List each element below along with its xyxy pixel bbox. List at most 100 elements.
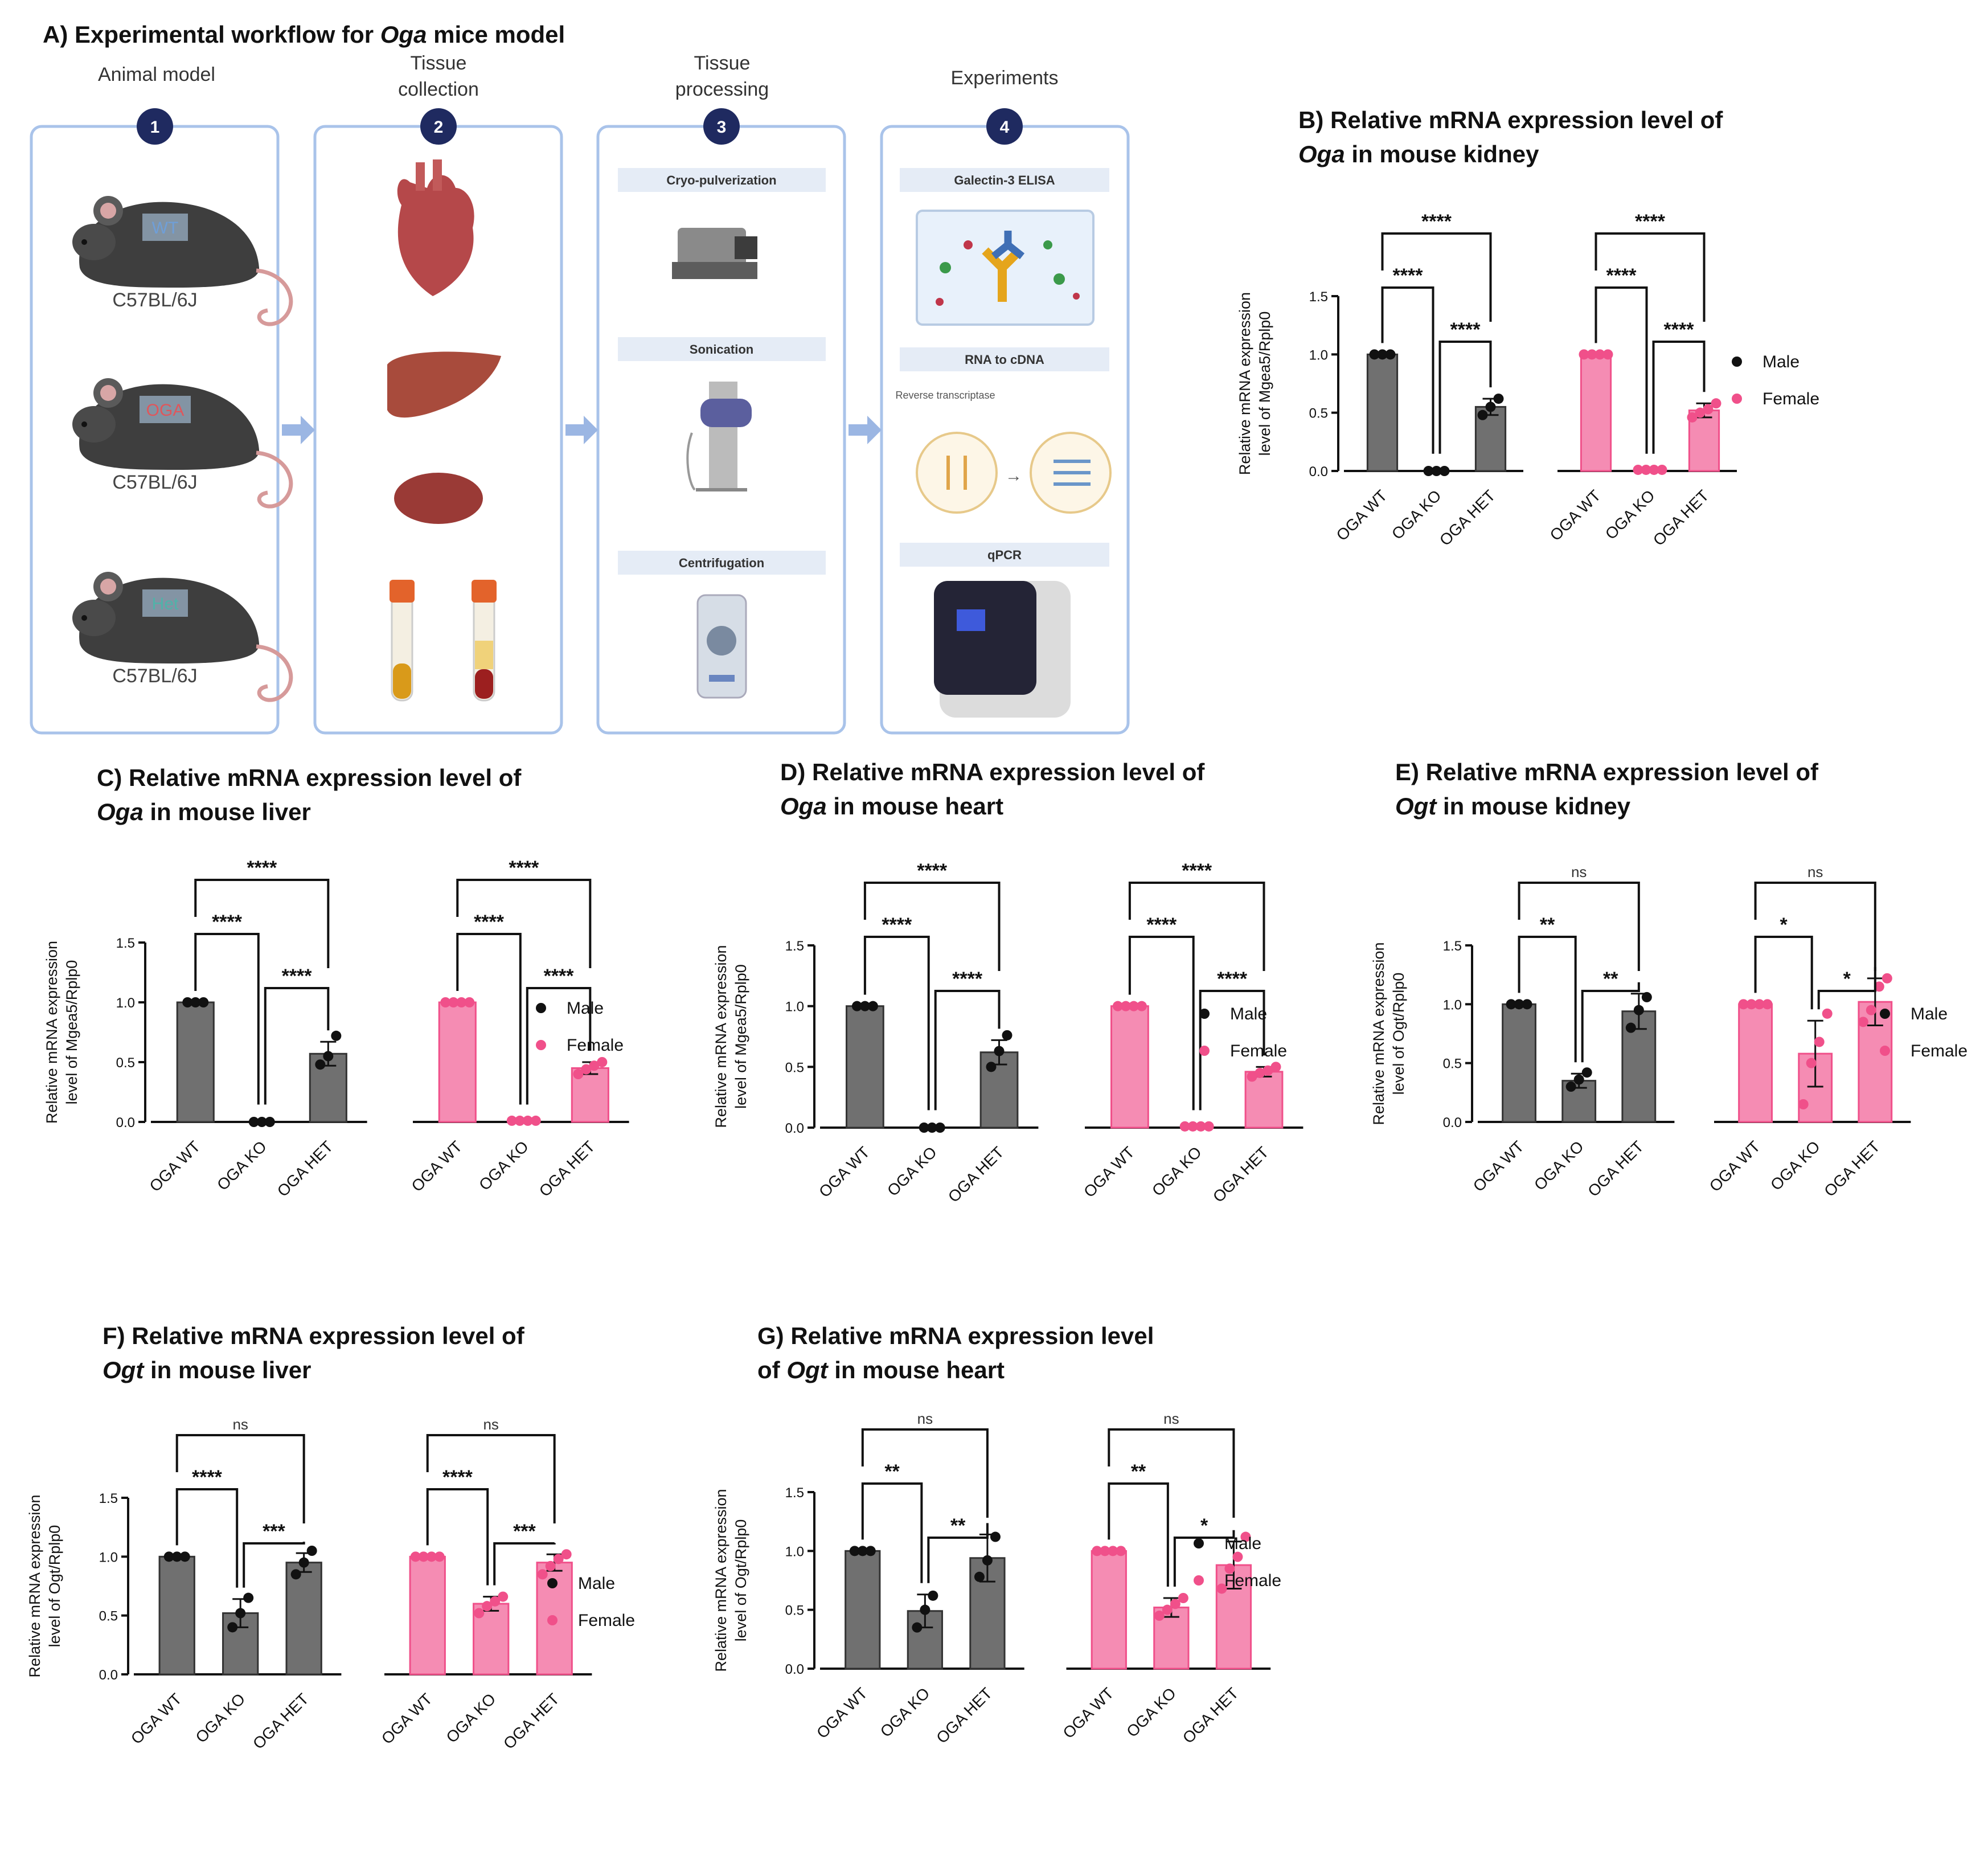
- legend-female-label: Female: [578, 1611, 635, 1630]
- step-4-name: Experiments: [951, 67, 1059, 89]
- data-point: [927, 1123, 937, 1133]
- data-point: [163, 1551, 174, 1562]
- data-point: [920, 1604, 931, 1615]
- category-label: OGA WT: [128, 1690, 185, 1747]
- y-axis-label-line2: level of Mgea5/Rplp0: [63, 960, 80, 1105]
- mouse-oga-icon: OGA: [72, 378, 293, 509]
- y-tick-label: 1.0: [785, 999, 804, 1015]
- data-point: [522, 1115, 533, 1126]
- bar: [1366, 353, 1399, 472]
- workflow-arrows: [282, 416, 882, 444]
- significance-bracket: [1381, 232, 1492, 322]
- liver-icon: [387, 351, 501, 418]
- chart-title-line2: Oga in mouse heart: [780, 793, 1003, 820]
- data-point: [1866, 1005, 1876, 1015]
- legend-male-marker: [1194, 1538, 1204, 1548]
- data-point: [426, 1551, 437, 1562]
- category-label: OGA KO: [884, 1143, 940, 1199]
- data-point: [1625, 1022, 1636, 1033]
- y-tick-label: 1.5: [1309, 289, 1328, 305]
- data-point: [482, 1601, 493, 1612]
- significance-bracket: [526, 987, 592, 1105]
- significance-bracket: [493, 1542, 556, 1586]
- category-label: OGA WT: [1080, 1143, 1138, 1201]
- significance-bracket: [861, 1428, 989, 1518]
- significance-label: ****: [192, 1466, 223, 1488]
- cryo-pulverization-step: Cryo-pulverization: [618, 168, 826, 279]
- data-point: [1514, 999, 1524, 1010]
- y-tick-label: 0.5: [116, 1055, 135, 1071]
- significance-label: ***: [263, 1521, 285, 1542]
- arrow-icon: [849, 416, 882, 444]
- category-label: OGA WT: [1059, 1684, 1117, 1742]
- significance-bracket: [175, 1488, 239, 1588]
- category-label: OGA HET: [274, 1137, 337, 1200]
- significance-bracket: [861, 1482, 923, 1583]
- category-label: OGA HET: [249, 1690, 312, 1752]
- svg-text:3: 3: [717, 118, 727, 137]
- chart-title-line1: E) Relative mRNA expression level of: [1395, 759, 1819, 785]
- category-label: OGA WT: [1547, 486, 1604, 544]
- legend-male-marker: [547, 1578, 558, 1588]
- data-point: [1493, 394, 1504, 404]
- data-point: [1506, 999, 1516, 1010]
- data-point: [506, 1115, 517, 1126]
- data-point: [857, 1546, 868, 1556]
- significance-bracket: [1754, 882, 1876, 971]
- chart-e: E) Relative mRNA expression level ofOgt …: [1370, 759, 1967, 1200]
- y-tick-label: 1.5: [116, 936, 135, 951]
- significance-bracket: [426, 1488, 489, 1586]
- significance-bracket: [1438, 341, 1492, 454]
- chart-b: B) Relative mRNA expression level ofOga …: [1236, 106, 1819, 549]
- data-point: [1633, 464, 1643, 475]
- significance-label: **: [1131, 1461, 1146, 1482]
- significance-label: ****: [1146, 914, 1177, 936]
- significance-label: ****: [1450, 319, 1481, 341]
- data-point: [982, 1555, 993, 1566]
- category-label: OGA KO: [877, 1684, 933, 1740]
- data-point: [1477, 409, 1488, 420]
- galectin-elisa-step: Galectin-3 ELISA: [900, 168, 1109, 326]
- significance-label: ****: [1217, 968, 1248, 990]
- data-point: [1746, 999, 1757, 1010]
- significance-bracket: [863, 936, 930, 1111]
- elisa-well-icon: [916, 210, 1095, 326]
- data-point: [514, 1115, 525, 1126]
- title-gene: Ogt: [103, 1357, 145, 1383]
- svg-text:Cryo-pulverization: Cryo-pulverization: [666, 173, 776, 187]
- bar: [1110, 1005, 1149, 1129]
- y-axis-label-line1: Relative mRNA expression: [26, 1494, 43, 1677]
- significance-label: ****: [442, 1466, 473, 1488]
- y-axis-label-line2: level of Mgea5/Rplp0: [1256, 312, 1273, 456]
- significance-bracket: [456, 933, 522, 1105]
- svg-text:RNA to cDNA: RNA to cDNA: [965, 353, 1044, 367]
- svg-text:WT: WT: [152, 219, 179, 237]
- pulverizer-icon: [672, 228, 757, 279]
- data-point: [179, 1551, 190, 1562]
- data-point: [290, 1569, 301, 1580]
- step-2-name-line2: collection: [398, 79, 479, 100]
- data-point: [1247, 1071, 1257, 1082]
- title-rest: in mouse kidney: [1345, 141, 1539, 167]
- data-point: [1522, 999, 1532, 1010]
- category-label: OGA HET: [536, 1137, 599, 1200]
- significance-label: ****: [1421, 211, 1452, 232]
- significance-label: ns: [1807, 863, 1823, 880]
- data-point: [1108, 1546, 1118, 1556]
- chart-title-line2: Oga in mouse kidney: [1298, 141, 1539, 167]
- data-point: [1187, 1121, 1198, 1132]
- category-label: OGA KO: [214, 1137, 270, 1194]
- legend-male-marker: [1880, 1009, 1890, 1019]
- data-point: [418, 1551, 429, 1562]
- significance-label: ****: [1664, 319, 1695, 341]
- data-point: [256, 1117, 267, 1127]
- significance-label: ****: [952, 968, 983, 990]
- data-point: [1136, 1001, 1147, 1011]
- svg-text:2: 2: [434, 118, 444, 137]
- category-label: OGA KO: [442, 1690, 499, 1746]
- arrow-icon: [282, 416, 315, 444]
- data-point: [1423, 466, 1434, 476]
- bar: [409, 1555, 446, 1675]
